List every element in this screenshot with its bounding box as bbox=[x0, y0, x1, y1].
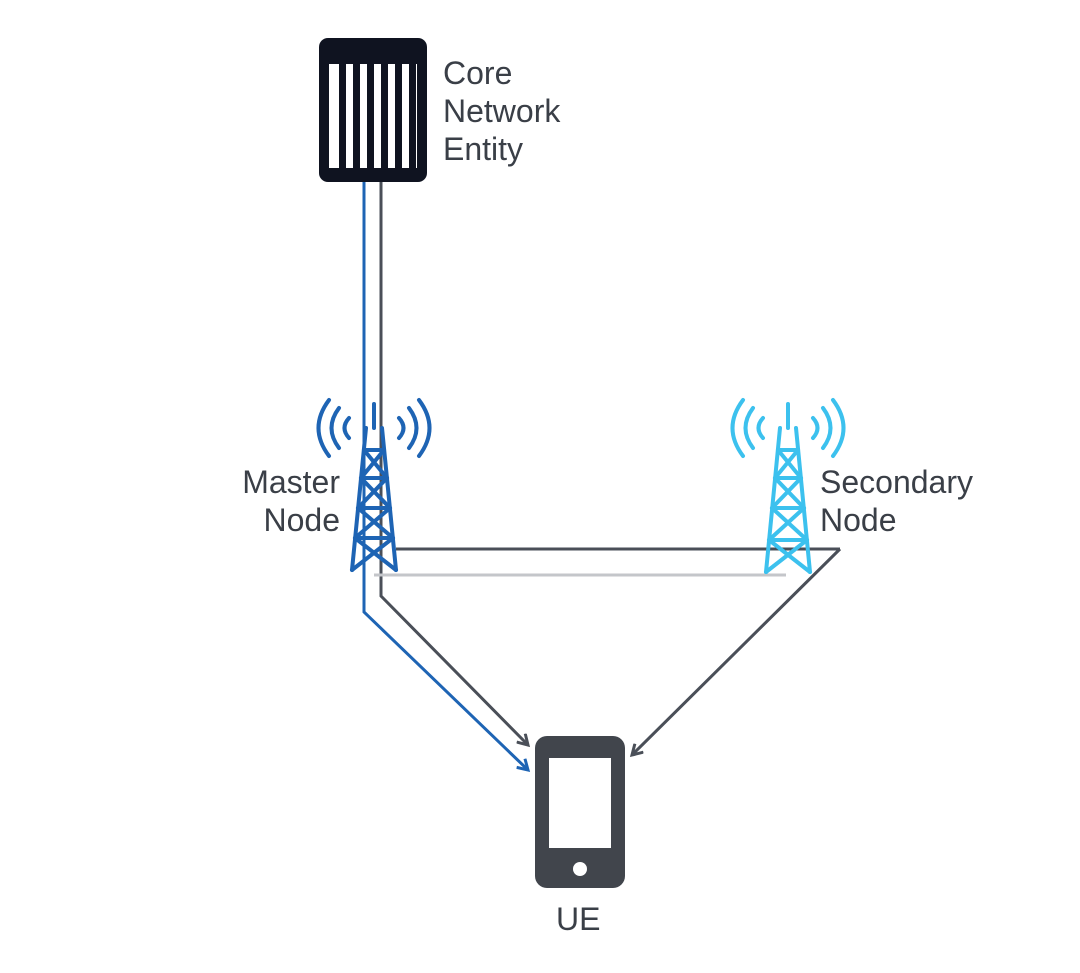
ue-smartphone-icon bbox=[535, 736, 625, 888]
secondary-label-line-2: Node bbox=[820, 502, 897, 538]
master-node-label: Master Node bbox=[232, 463, 340, 539]
secondary-node-tower-icon bbox=[730, 398, 846, 574]
ue-label: UE bbox=[556, 901, 601, 937]
master-ue-link-gray bbox=[379, 580, 528, 745]
master-node-tower-icon bbox=[316, 398, 432, 572]
master-label-line-2: Node bbox=[263, 502, 341, 538]
secondary-ue-link-gray bbox=[632, 547, 842, 755]
secondary-label-line-1: Secondary bbox=[820, 464, 973, 500]
master-label-line-1: Master bbox=[242, 464, 340, 500]
master-ue-link-blue bbox=[362, 590, 528, 770]
core-label-line-1: Core bbox=[443, 55, 513, 91]
core-network-entity-label: Core Network Entity bbox=[443, 54, 560, 168]
core-label-line-3: Entity bbox=[443, 131, 524, 167]
core-label-line-2: Network bbox=[443, 93, 561, 129]
secondary-node-label: Secondary Node bbox=[820, 463, 973, 539]
core-network-server-rack-icon bbox=[319, 38, 427, 182]
